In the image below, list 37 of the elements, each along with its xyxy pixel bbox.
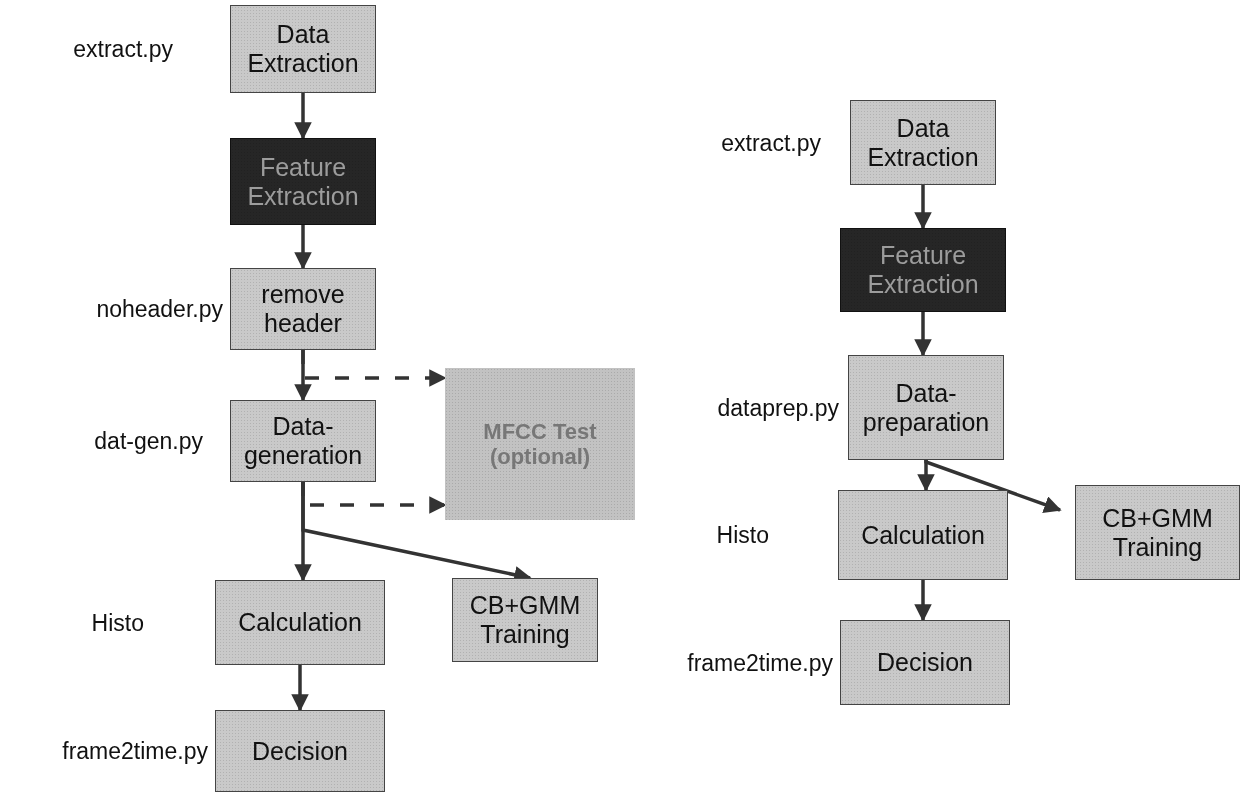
arrow: [294, 225, 312, 270]
box-label: Calculation: [237, 608, 363, 637]
arrow: [914, 312, 932, 357]
arrow: [924, 459, 1062, 513]
process-box: [445, 368, 635, 520]
box-label: MFCC Test (optional): [482, 418, 598, 470]
box-label: CB+GMM Training: [1101, 503, 1214, 562]
box-label: Decision: [876, 648, 974, 677]
script-label: noheader.py: [96, 295, 223, 323]
arrow: [301, 350, 447, 387]
box-label: Data-preparation: [861, 378, 991, 437]
box-label: Decision: [251, 736, 349, 766]
arrow: [294, 93, 312, 140]
script-label: frame2time.py: [62, 737, 208, 765]
process-box: [230, 138, 376, 225]
script-label: dat-gen.py: [94, 427, 203, 455]
box-label: Feature Extraction: [866, 241, 980, 299]
process-box: [1075, 485, 1240, 580]
box-label: remove header: [260, 280, 346, 338]
process-box: [840, 228, 1006, 312]
arrow: [291, 665, 309, 712]
script-label: Histo: [91, 609, 144, 636]
box-label: Data-generation: [242, 412, 364, 470]
script-label: extract.py: [721, 129, 821, 156]
box-label: Data Extraction: [866, 113, 980, 172]
box-label: Feature Extraction: [246, 152, 360, 211]
arrow: [914, 580, 932, 622]
arrow: [914, 185, 932, 230]
script-label: dataprep.py: [717, 394, 839, 421]
box-label: Data Extraction: [246, 20, 360, 78]
script-label: extract.py: [73, 35, 173, 63]
script-label: Histo: [716, 521, 769, 549]
process-box: [452, 578, 598, 662]
box-label: CB+GMM Training: [468, 591, 582, 649]
script-label: frame2time.py: [687, 649, 833, 676]
arrow: [917, 460, 935, 492]
box-label: Calculation: [860, 520, 986, 550]
